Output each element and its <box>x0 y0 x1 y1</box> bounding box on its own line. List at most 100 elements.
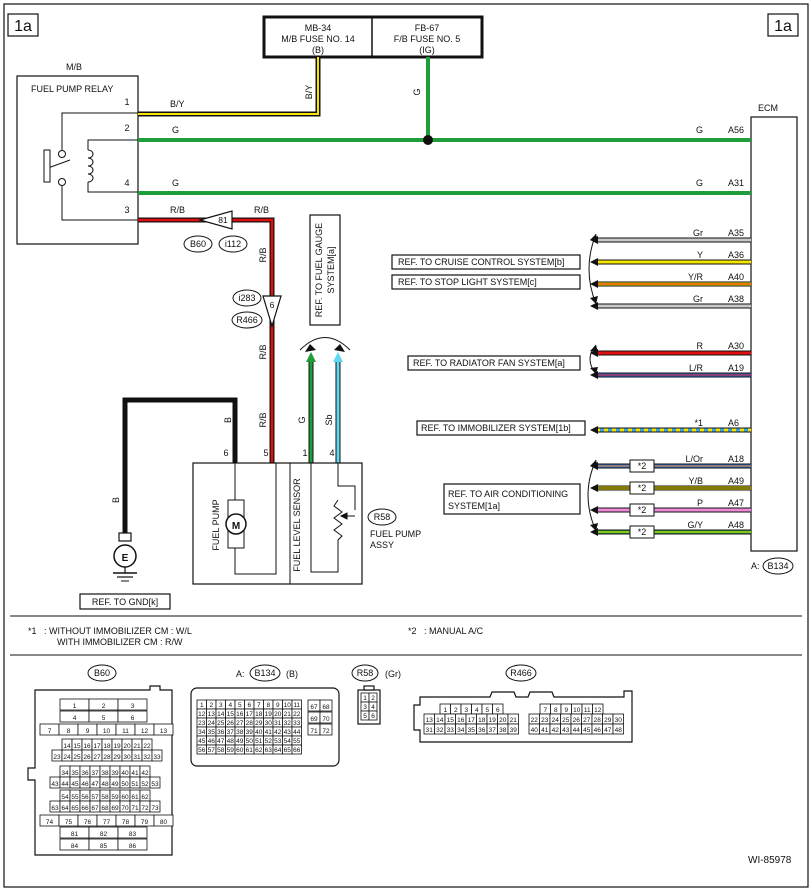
r466-pin-45-label: 45 <box>583 727 591 734</box>
r466-pin-19-label: 19 <box>489 717 497 724</box>
b60-pin-69-label: 69 <box>111 805 119 812</box>
b134-pin-49-label: 49 <box>236 738 244 745</box>
b60-pin-16-label: 16 <box>83 743 91 750</box>
ecm-pin-label-A30: A30 <box>728 341 744 351</box>
r466-pin-40-label: 40 <box>531 727 539 734</box>
r466-pin-36-label: 36 <box>478 727 486 734</box>
b134-pin-66 <box>291 744 302 755</box>
b134-pin-59-label: 59 <box>227 747 235 754</box>
wire-rb <box>138 217 275 463</box>
b134-pin-56-label: 56 <box>198 747 206 754</box>
ref-fuel-gauge-box <box>309 214 341 326</box>
b134-pin-9-label: 9 <box>276 702 280 709</box>
ref-immobilizer-box <box>416 420 586 436</box>
motor-icon <box>225 463 277 575</box>
conn-b60: B60 <box>190 239 206 249</box>
b60-pin-64-label: 64 <box>61 805 69 812</box>
b134-pin-43-label: 43 <box>284 729 292 736</box>
r466-pin-25-label: 25 <box>562 717 570 724</box>
ref-aircon-line1: REF. TO AIR CONDITIONING <box>448 489 568 499</box>
ref-stop-light-box <box>391 274 581 290</box>
b134-pin-34-label: 34 <box>198 729 206 736</box>
b60-pin-44-label: 44 <box>61 781 69 788</box>
b60-pin-39-label: 39 <box>111 770 119 777</box>
page-label-right: 1a <box>774 18 792 35</box>
conn-i283-oval <box>232 289 262 307</box>
r466-pin-41-label: 41 <box>541 727 549 734</box>
b60-pin-57-label: 57 <box>91 794 99 801</box>
conn-b60-oval <box>183 235 213 253</box>
ecm-pin-label-A47: A47 <box>728 498 744 508</box>
b60-pin-75-label: 75 <box>65 819 73 826</box>
ecm-wire-label-A38: Gr <box>693 294 703 304</box>
wire-label-rb-4: R/B <box>258 344 268 359</box>
cv-b60-id: B60 <box>94 668 110 678</box>
b60-pin-52-label: 52 <box>141 781 149 788</box>
b134-pin-15-label: 15 <box>227 711 235 718</box>
b134-pin-24-label: 24 <box>208 720 216 727</box>
r466-pin-9-label: 9 <box>564 707 568 714</box>
b60-pin-34-label: 34 <box>61 770 69 777</box>
b60-pin-84-label: 84 <box>71 843 79 850</box>
b60-pin-23-label: 23 <box>53 754 61 761</box>
ecm-label: ECM <box>758 103 778 113</box>
b134-pin-72 <box>319 723 333 736</box>
r58-pin-6-label: 6 <box>371 713 375 720</box>
b60-pin-63-label: 63 <box>51 805 59 812</box>
b60-pin-6-label: 6 <box>131 715 135 722</box>
b134-pin-41-label: 41 <box>265 729 273 736</box>
ecm-arrow-A49 <box>590 484 598 492</box>
ref-fuel-gauge-line1: REF. TO FUEL GAUGE <box>314 223 324 317</box>
ecm-arrow-A19 <box>590 371 598 379</box>
b60-pin-17-label: 17 <box>93 743 101 750</box>
b134-pin-57-label: 57 <box>208 747 216 754</box>
ecm-pin-label-A6: A6 <box>728 418 739 428</box>
fuel-gauge-arc <box>299 337 351 351</box>
wire-label-b-2: B <box>111 497 121 503</box>
ecm-conn-id: B134 <box>767 561 788 571</box>
b134-pin-31-label: 31 <box>274 720 282 727</box>
b60-pin-68-label: 68 <box>101 805 109 812</box>
ecm-pin-label-A56: A56 <box>728 125 744 135</box>
cv-r58-suffix: (Gr) <box>385 669 401 679</box>
ecm-box <box>750 116 798 552</box>
r58-pin-2-label: 2 <box>371 695 375 702</box>
b134-pin-17-label: 17 <box>246 711 254 718</box>
level-sensor-label: FUEL LEVEL SENSOR <box>292 478 302 572</box>
b60-pin-83-label: 83 <box>129 831 137 838</box>
b134-pin-30-label: 30 <box>265 720 273 727</box>
b60-pin-15-label: 15 <box>73 743 81 750</box>
b60-pin-61-label: 61 <box>131 794 139 801</box>
r466-pin-21-label: 21 <box>510 717 518 724</box>
r466-pin-31-label: 31 <box>426 727 434 734</box>
b134-pin-42-label: 42 <box>274 729 282 736</box>
star2-box-A18 <box>629 459 655 473</box>
conn-r58-oval <box>367 508 397 526</box>
b134-pin-47-label: 47 <box>217 738 225 745</box>
b60-pin-14-label: 14 <box>63 743 71 750</box>
b134-pin-22-label: 22 <box>293 711 301 718</box>
r466-pin-14-label: 14 <box>436 717 444 724</box>
r466-pin-24-label: 24 <box>552 717 560 724</box>
ecm-wire-label-A49: Y/B <box>688 476 703 486</box>
ref-stop-light: REF. TO STOP LIGHT SYSTEM[c] <box>398 277 537 287</box>
fuse-fb-line2: F/B FUSE NO. 5 <box>394 34 461 44</box>
ecm-arrow-A36 <box>590 258 598 266</box>
wire-label-g-fuse: G <box>412 88 422 95</box>
b134-pin-53-label: 53 <box>274 738 282 745</box>
b60-pin-28-label: 28 <box>103 754 111 761</box>
b60-pin-85-label: 85 <box>100 843 108 850</box>
r466-pin-35-label: 35 <box>468 727 476 734</box>
mb-label: M/B <box>66 62 82 72</box>
fuse-fb-line3: (IG) <box>419 45 435 55</box>
r466-pin-8-label: 8 <box>554 707 558 714</box>
r466-pin-34-label: 34 <box>457 727 465 734</box>
ref-radiator-box <box>407 355 581 371</box>
star2-label-A48: *2 <box>638 527 647 537</box>
ground-terminal <box>118 532 132 542</box>
b134-pin-64-label: 64 <box>274 747 282 754</box>
r466-pin-10-label: 10 <box>573 707 581 714</box>
conn-r466: R466 <box>236 315 258 325</box>
